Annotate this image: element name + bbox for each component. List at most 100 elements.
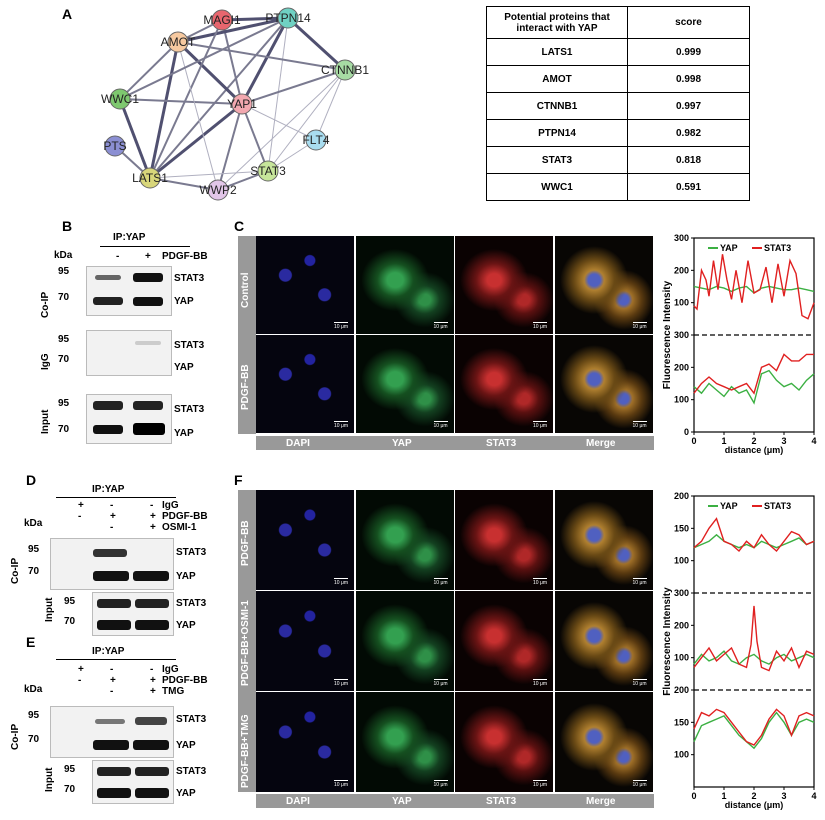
d-sign: - xyxy=(110,500,114,511)
d-input-blot xyxy=(92,592,174,636)
b-group-input: Input xyxy=(40,409,51,434)
d-sign: + xyxy=(78,500,84,511)
e-marker-70a: 70 xyxy=(28,734,40,745)
network-node-flt4 xyxy=(305,129,327,151)
x-tick-label: 3 xyxy=(781,791,786,801)
b-lane1-sign: - xyxy=(116,251,120,262)
b-ip-label: IP:YAP xyxy=(113,232,146,243)
d-group-input: Input xyxy=(44,597,55,622)
e-marker-95b: 95 xyxy=(64,764,76,775)
score-cell: 0.591 xyxy=(627,173,750,201)
b-igg-blot xyxy=(86,330,172,376)
F-micrograph-stat3: 10 μm xyxy=(455,490,553,590)
scale-bar: 10 μm xyxy=(632,577,647,586)
network-label: FLT4 xyxy=(302,133,329,147)
c-col-yap: YAP xyxy=(392,438,412,449)
network-node-pts xyxy=(104,135,126,157)
y-tick-label: 100 xyxy=(674,750,689,760)
F-micrograph-dapi: 10 μm xyxy=(256,591,354,691)
network-edge xyxy=(286,16,347,72)
table-header-score: score xyxy=(627,6,750,39)
b-coip-blot xyxy=(86,266,172,316)
protein-cell: AMOT xyxy=(486,65,628,93)
y-tick-label: 300 xyxy=(674,330,689,340)
d-coip-yap: YAP xyxy=(176,571,196,582)
d-marker-95b: 95 xyxy=(64,596,76,607)
network-edge xyxy=(149,19,223,179)
b-lane2-sign: + xyxy=(145,251,151,262)
x-tick-label: 2 xyxy=(751,436,756,446)
network-edge xyxy=(119,98,243,105)
network-edge xyxy=(241,69,346,105)
x-tick-label: 4 xyxy=(811,791,816,801)
protein-cell: WWC1 xyxy=(486,173,628,201)
scale-bar: 10 μm xyxy=(632,779,647,788)
scale-bar: 10 μm xyxy=(334,577,348,586)
c-col-dapi: DAPI xyxy=(286,438,310,449)
b-igg-yap: YAP xyxy=(174,362,194,373)
C-micrograph-yap: 10 μm xyxy=(355,236,454,334)
F-micrograph-stat3: 10 μm xyxy=(455,591,553,691)
F-micrograph-dapi: 10 μm xyxy=(256,692,354,792)
d-sign: - xyxy=(110,522,114,533)
score-cell: 0.997 xyxy=(627,92,750,120)
x-tick-label: 2 xyxy=(751,791,756,801)
protein-cell: STAT3 xyxy=(486,146,628,174)
series-line-yap xyxy=(693,369,815,405)
network-edge xyxy=(149,170,269,179)
panel-d-label: D xyxy=(26,472,37,488)
score-cell: 0.982 xyxy=(627,119,750,147)
e-input-yap: YAP xyxy=(176,788,196,799)
scale-bar: 10 μm xyxy=(533,577,547,586)
f-row-tmg: PDGF-BB+TMG xyxy=(240,714,251,788)
b-igg-stat3: STAT3 xyxy=(174,340,205,351)
d-marker-70a: 70 xyxy=(28,566,40,577)
C-micrograph-merge: 10 μm xyxy=(554,236,653,334)
network-edge xyxy=(267,17,289,172)
legend-label-stat3: STAT3 xyxy=(764,243,791,253)
network-label: PTPN14 xyxy=(265,11,311,25)
F-micrograph-stat3: 10 μm xyxy=(455,692,553,792)
F-micrograph-yap: 10 μm xyxy=(355,692,454,792)
x-tick-label: 0 xyxy=(691,791,696,801)
e-marker-70b: 70 xyxy=(64,784,76,795)
series-line-stat3 xyxy=(693,708,815,746)
f-col-stat3: STAT3 xyxy=(486,796,517,807)
b-input-yap: YAP xyxy=(174,428,194,439)
e-marker-95a: 95 xyxy=(28,710,40,721)
network-edge xyxy=(240,17,290,105)
network-edge xyxy=(241,103,317,141)
C-micrograph-dapi: 10 μm xyxy=(256,236,354,334)
e-sign: - xyxy=(150,664,154,675)
network-edge xyxy=(241,103,269,172)
legend-label-yap: YAP xyxy=(720,243,738,253)
b-coip-stat3: STAT3 xyxy=(174,273,205,284)
series-line-yap xyxy=(693,650,815,665)
e-ip-label: IP:YAP xyxy=(92,646,125,657)
d-ip-label: IP:YAP xyxy=(92,484,125,495)
network-node-magi1 xyxy=(211,9,233,31)
network-edge xyxy=(177,16,289,44)
d-sign: + xyxy=(150,511,156,522)
b-ip-line xyxy=(100,246,190,247)
network-edge xyxy=(148,41,180,179)
d-ip-line xyxy=(56,497,176,498)
d-treat-label: IgG xyxy=(162,500,179,511)
network-label: PTS xyxy=(103,139,126,153)
c-row-strip xyxy=(238,236,256,434)
x-tick-label: 0 xyxy=(691,436,696,446)
network-edge xyxy=(176,40,244,106)
network-node-lats1 xyxy=(139,167,161,189)
y-tick-label: 100 xyxy=(674,298,689,308)
C-micrograph-yap: 10 μm xyxy=(355,335,454,433)
score-cell: 0.999 xyxy=(627,38,750,66)
b-input-stat3: STAT3 xyxy=(174,404,205,415)
scale-bar: 10 μm xyxy=(334,678,348,687)
y-tick-label: 100 xyxy=(674,653,689,663)
scale-bar: 10 μm xyxy=(433,577,448,586)
